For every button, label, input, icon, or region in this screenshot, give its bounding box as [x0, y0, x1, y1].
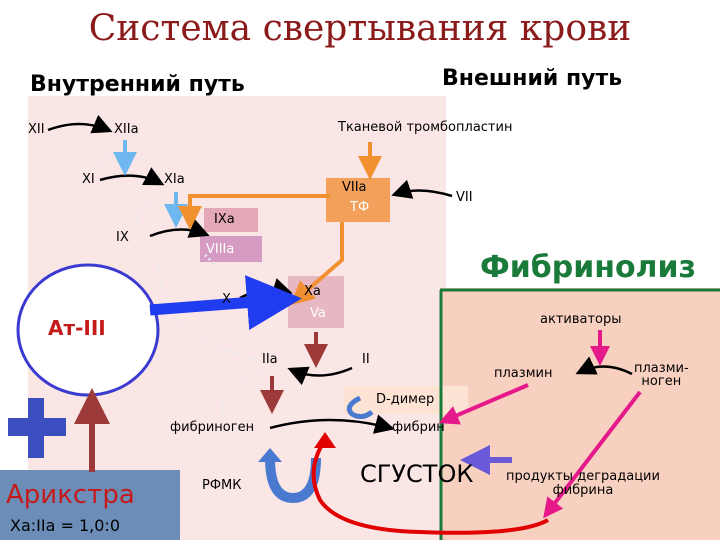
viia-tf-box	[326, 178, 390, 222]
arrow-fibrinogen-fibrin	[269, 414, 395, 434]
dotted-xiia-xi	[97, 140, 121, 173]
factor-xa: Xa	[304, 284, 321, 299]
arrow-plasminogen-plasmin	[575, 356, 633, 376]
plasminogen-label: плазми- ноген	[634, 361, 689, 389]
factor-xi: XI	[82, 172, 95, 187]
fibrinolysis-title: Фибринолиз	[480, 250, 696, 285]
arrow-plasminogen-degradation	[543, 390, 642, 519]
plasmin-label: плазмин	[494, 366, 553, 381]
factor-x: X	[222, 292, 231, 307]
ixa-box	[204, 208, 258, 232]
page-title: Система свертывания крови	[88, 8, 632, 49]
fibrinolysis-area	[441, 288, 720, 540]
arrow-plasmin-fibrin	[438, 383, 529, 425]
factor-viiia: VIIIa	[206, 242, 235, 257]
clot-feedback-loop	[311, 438, 549, 535]
arrow-viia-ix	[178, 194, 330, 230]
tissue-thromboplastin-label: Тканевой тромбопластин	[338, 120, 513, 135]
factor-iia: IIa	[262, 352, 278, 367]
dotted-ix-x	[203, 253, 240, 293]
arrow-at3-xa	[149, 275, 302, 330]
ariktra-label: Арикстра	[6, 480, 135, 510]
rfmk-u-arrow	[265, 457, 321, 504]
intrinsic-pathway-title: Внутренний путь	[30, 72, 245, 97]
rfmk-u-arrow-tip	[258, 448, 282, 462]
factor-ii: II	[362, 352, 370, 367]
factor-ix: IX	[116, 230, 129, 245]
ddimer-label: D-димер	[376, 392, 435, 407]
ariktra-box	[0, 470, 180, 540]
fibrinogen-label: фибриноген	[170, 420, 255, 435]
arrow-vii-viia	[391, 179, 453, 199]
factor-vii: VII	[456, 190, 473, 205]
dotted-xia-ix	[136, 193, 166, 229]
rfmk-label: РФМК	[202, 478, 242, 493]
viiia-box	[200, 236, 262, 262]
arrow-xii-xiia	[47, 114, 113, 134]
factor-viia: VIIa	[342, 180, 367, 195]
factor-va: Va	[310, 306, 326, 321]
factor-xiia: XIIa	[114, 122, 139, 137]
arrow-xi-xia	[99, 167, 165, 186]
arrow-viia-x	[289, 222, 344, 306]
antithrombin-label: Ат-III	[48, 316, 106, 340]
factor-xia: XIa	[164, 172, 185, 187]
ratio-label: Xa:IIa = 1,0:0	[10, 516, 120, 535]
clot-feedback-tip	[314, 432, 336, 448]
fibrin-label: фибрин	[392, 420, 445, 435]
dotted-iia-fibrinogen	[220, 370, 263, 417]
clot-label: СГУСТОК	[360, 460, 474, 488]
degradation-products-label: продукты деградации фибрина	[506, 469, 660, 499]
factor-ixa: IXa	[214, 212, 235, 227]
ddimer-curve-arrow	[346, 395, 374, 420]
factor-xii: XII	[28, 122, 45, 137]
extrinsic-pathway-title: Внешний путь	[442, 66, 623, 91]
activators-label: активаторы	[540, 312, 622, 327]
arrow-ii-iia	[287, 366, 353, 386]
arrow-ix-ixa	[149, 219, 210, 238]
plus-cross-h	[8, 418, 66, 436]
tissue-factor-label: ТФ	[350, 200, 370, 215]
